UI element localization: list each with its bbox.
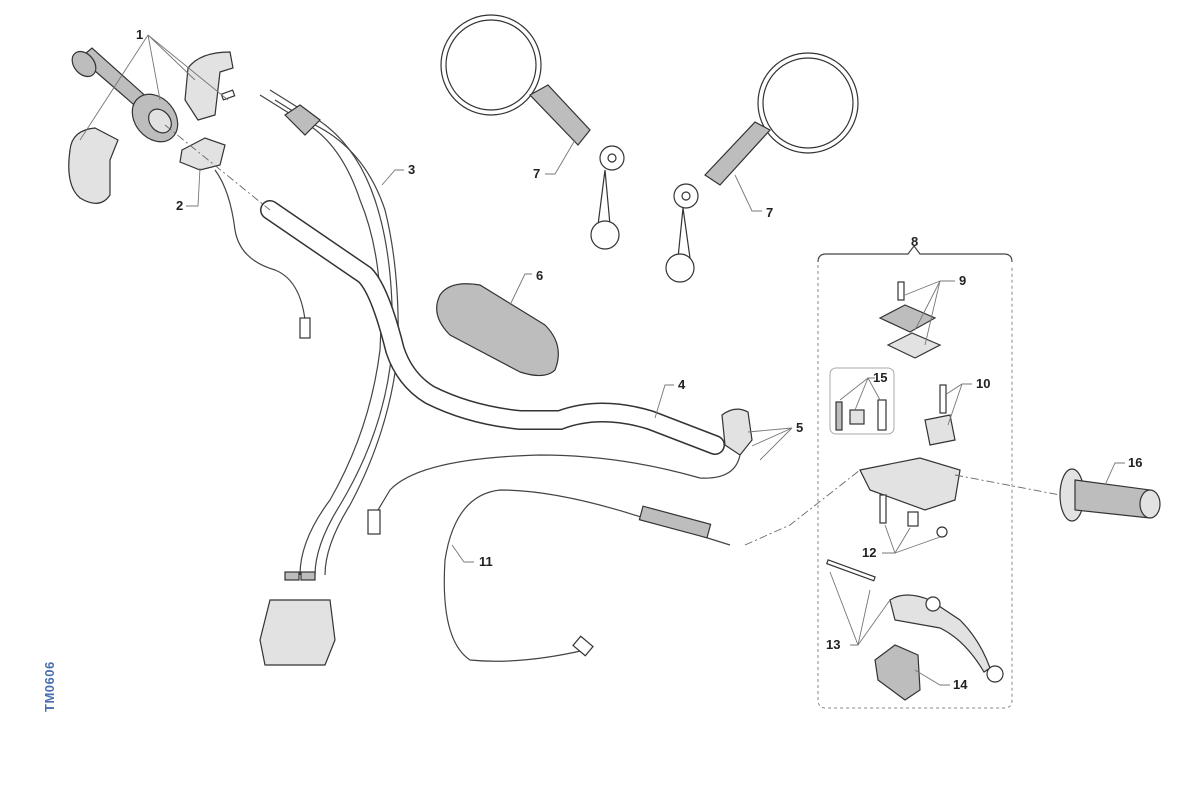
callout-12: 12 bbox=[862, 545, 876, 560]
throttle-cables[interactable] bbox=[259, 89, 399, 666]
callout-2: 2 bbox=[176, 198, 183, 213]
callout-9: 9 bbox=[959, 273, 966, 288]
callout-8: 8 bbox=[911, 234, 918, 249]
callout-6: 6 bbox=[536, 268, 543, 283]
callout-1: 1 bbox=[136, 27, 143, 42]
lever-guard[interactable] bbox=[874, 644, 921, 701]
alignment-line-grip bbox=[954, 474, 1061, 496]
throttle-grip-assembly[interactable] bbox=[67, 47, 236, 204]
callout-14: 14 bbox=[953, 677, 968, 692]
clutch-cable[interactable] bbox=[443, 489, 731, 662]
callout-13: 13 bbox=[826, 637, 840, 652]
switch-housing[interactable] bbox=[367, 408, 753, 535]
alignment-line-throttle bbox=[164, 124, 271, 211]
callout-11: 11 bbox=[479, 554, 493, 569]
callout-15: 15 bbox=[873, 370, 887, 385]
diagram-reference-code: TM0606 bbox=[42, 661, 57, 712]
callout-5: 5 bbox=[796, 420, 803, 435]
callout-7-left: 7 bbox=[533, 166, 540, 181]
callout-4: 4 bbox=[678, 377, 686, 392]
alignment-line-cable bbox=[744, 469, 861, 546]
clutch-lever[interactable] bbox=[825, 559, 1004, 683]
seal-kit-inset[interactable] bbox=[829, 367, 895, 435]
master-cylinder-body[interactable] bbox=[859, 384, 961, 538]
mirror-left[interactable] bbox=[440, 14, 625, 250]
callout-7-right: 7 bbox=[766, 205, 773, 220]
callout-16: 16 bbox=[1128, 455, 1142, 470]
master-cylinder-group-bracket bbox=[817, 245, 1013, 709]
handlebar[interactable] bbox=[260, 200, 725, 455]
left-hand-grip[interactable] bbox=[1059, 468, 1161, 522]
callout-10: 10 bbox=[976, 376, 990, 391]
leader-lines bbox=[79, 34, 1125, 686]
callout-3: 3 bbox=[408, 162, 415, 177]
mirror-right[interactable] bbox=[665, 52, 859, 283]
handlebar-pad[interactable] bbox=[436, 283, 559, 377]
reservoir-cap[interactable] bbox=[878, 281, 942, 359]
throttle-switch[interactable] bbox=[179, 137, 311, 339]
